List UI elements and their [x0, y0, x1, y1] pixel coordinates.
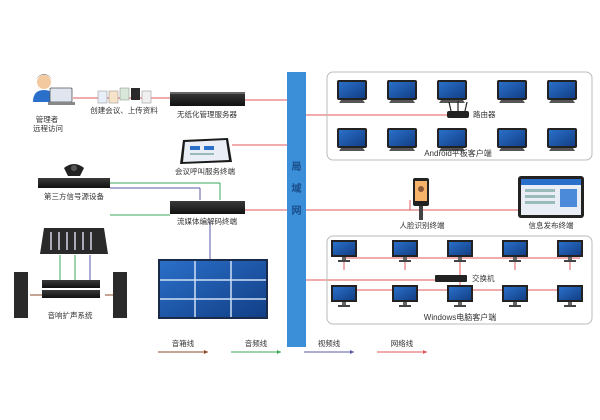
mixer-icon	[40, 228, 108, 254]
admin-person-icon	[33, 74, 75, 105]
legend-label: 视频线	[318, 338, 341, 348]
lan-backbone	[287, 72, 306, 347]
legend-arrow-icon	[350, 350, 354, 354]
legend-arrow-icon	[423, 350, 427, 354]
lan-char-1: 局	[291, 161, 302, 173]
android-group-box	[326, 71, 593, 161]
android-tablet-icon	[497, 80, 527, 103]
legend: 音箱线 音频线 视频线 网络线	[158, 338, 427, 354]
android-tablet-icon	[337, 80, 367, 103]
windows-monitor-icon	[331, 240, 357, 262]
windows-monitor-icon	[502, 285, 528, 307]
lan-char-2: 域	[292, 182, 302, 195]
video-wall-icon	[158, 259, 268, 319]
call-terminal-label: 会议呼叫服务终端	[175, 166, 235, 176]
third-party-label: 第三方信号源设备	[44, 191, 104, 201]
upload-label: 创建会议、上传资料	[90, 105, 158, 115]
switch-icon	[435, 275, 467, 282]
server-label: 无纸化管理服务器	[177, 109, 237, 119]
windows-monitor-icon	[392, 285, 418, 307]
legend-label: 网络线	[391, 338, 414, 348]
windows-monitors	[331, 240, 583, 307]
amplifier-icon	[42, 280, 100, 288]
router-icon	[447, 101, 469, 118]
amplifier-icon	[42, 290, 100, 298]
upload-docs-icon	[97, 87, 152, 104]
legend-label: 音频线	[245, 338, 268, 348]
legend-arrow-icon	[277, 350, 281, 354]
legend-label: 音箱线	[172, 338, 195, 348]
audio-lines	[59, 182, 221, 280]
android-tablet-icon	[387, 80, 417, 103]
windows-monitor-icon	[447, 285, 473, 307]
video-lines	[89, 187, 211, 280]
android-tablet-icon	[547, 80, 577, 103]
router-label: 路由器	[473, 109, 496, 119]
windows-monitor-icon	[447, 240, 473, 262]
info-terminal-icon	[518, 176, 584, 218]
windows-monitor-icon	[392, 240, 418, 262]
face-terminal-icon	[413, 178, 429, 220]
audio-label: 音响扩声系统	[48, 310, 93, 320]
windows-monitor-icon	[557, 240, 583, 262]
speaker-right-icon	[113, 272, 127, 318]
windows-monitor-icon	[502, 240, 528, 262]
android-tablet-icon	[337, 128, 367, 151]
windows-monitor-icon	[331, 285, 357, 307]
codec-icon	[170, 201, 245, 214]
third-party-device-icon	[38, 164, 110, 188]
admin-label: 管理者 远程访问	[33, 114, 63, 133]
legend-arrow-icon	[204, 350, 208, 354]
switch-label: 交换机	[472, 273, 495, 283]
face-label: 人脸识别终端	[400, 220, 445, 230]
windows-group-label: Windows电脑客户端	[424, 312, 496, 322]
speaker-left-icon	[14, 272, 28, 318]
android-tablet-icon	[437, 128, 467, 151]
info-label: 信息发布终端	[529, 220, 574, 230]
android-group-label: Android平板客户端	[424, 148, 492, 158]
android-tablet-icon	[497, 128, 527, 151]
android-tablet-icon	[437, 80, 467, 103]
codec-label: 流媒体编解码终端	[177, 216, 237, 226]
windows-group-box	[326, 235, 593, 325]
android-tablet-icon	[387, 128, 417, 151]
call-terminal-icon	[180, 138, 232, 164]
lan-char-3: 网	[292, 205, 302, 217]
windows-monitor-icon	[557, 285, 583, 307]
server-icon	[170, 92, 245, 106]
android-tablet-icon	[547, 128, 577, 151]
